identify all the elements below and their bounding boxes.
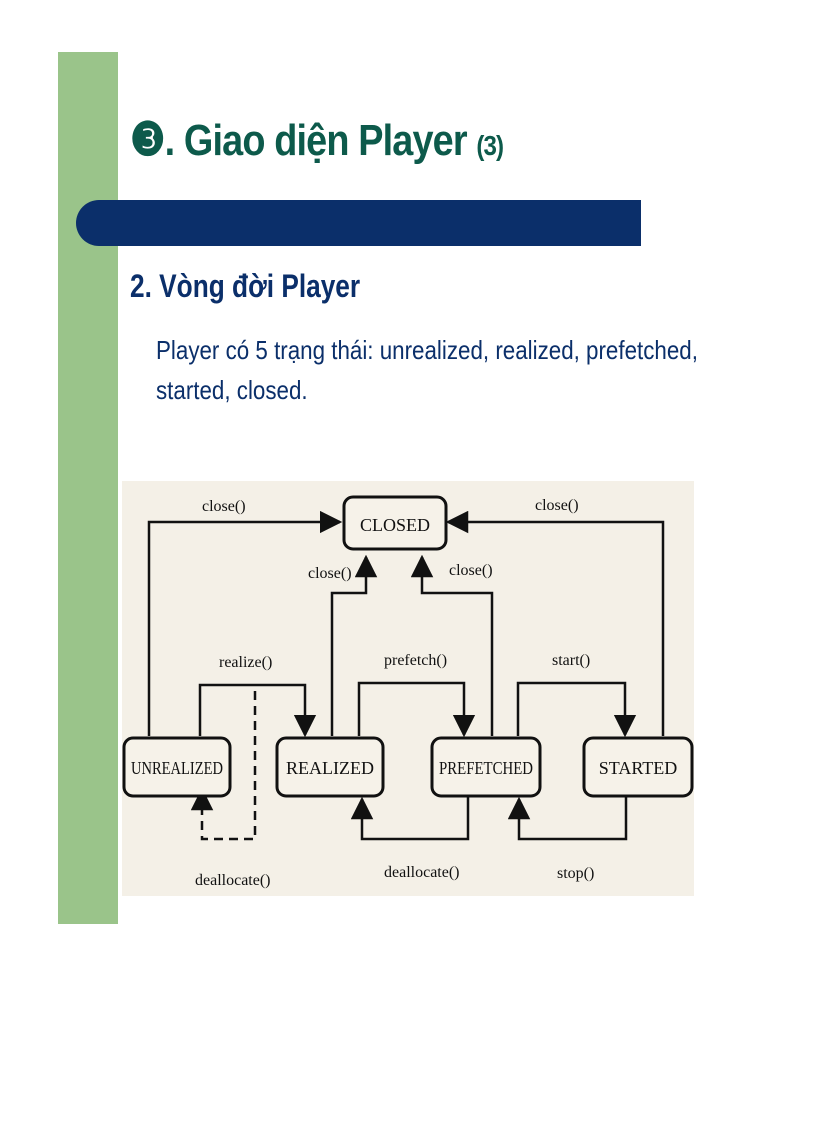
edge-deallocate-prefetched bbox=[350, 796, 470, 841]
edge-close-prefetched bbox=[410, 554, 494, 736]
title-divider-bar bbox=[76, 200, 641, 246]
node-started-label: STARTED bbox=[599, 758, 677, 778]
label-stop: stop() bbox=[557, 865, 594, 882]
body-line-2: started, closed. bbox=[156, 375, 308, 405]
edge-deallocate-unrealized bbox=[190, 691, 257, 841]
label-close-realized: close() bbox=[308, 565, 352, 582]
edge-prefetch bbox=[357, 681, 476, 738]
node-realized: REALIZED bbox=[275, 736, 385, 798]
label-close-prefetched: close() bbox=[449, 562, 493, 579]
label-close-left: close() bbox=[202, 498, 246, 515]
node-prefetched-label: PREFETCHED bbox=[439, 758, 533, 778]
label-prefetch: prefetch() bbox=[384, 652, 447, 669]
node-unrealized: UNREALIZED bbox=[122, 736, 232, 798]
node-started: STARTED bbox=[582, 736, 694, 798]
title-sub: (3) bbox=[476, 130, 504, 161]
section-heading: 2. Vòng đời Player bbox=[130, 268, 361, 304]
node-prefetched: PREFETCHED bbox=[430, 736, 542, 798]
body-line-1: Player có 5 trạng thái: unrealized, real… bbox=[156, 335, 698, 365]
slide-title: ❸. Giao diện Player (3) bbox=[130, 112, 504, 166]
edge-start bbox=[516, 681, 637, 738]
diagram-svg: CLOSED UNREALIZED REALIZED PREFETCHED ST… bbox=[122, 495, 694, 889]
body-text: Player có 5 trạng thái: unrealized, real… bbox=[156, 330, 706, 410]
player-lifecycle-diagram: CLOSED UNREALIZED REALIZED PREFETCHED ST… bbox=[122, 481, 694, 896]
node-closed: CLOSED bbox=[342, 495, 448, 551]
node-closed-label: CLOSED bbox=[360, 515, 430, 535]
edge-close-right bbox=[445, 510, 665, 736]
edge-realize bbox=[198, 683, 317, 738]
title-number: ❸ bbox=[130, 113, 165, 165]
left-accent-bar bbox=[58, 52, 118, 924]
node-unrealized-label: UNREALIZED bbox=[131, 758, 223, 778]
label-realize: realize() bbox=[219, 654, 272, 671]
label-deallocate-unrealized: deallocate() bbox=[195, 872, 271, 889]
edge-stop bbox=[507, 796, 628, 841]
label-start: start() bbox=[552, 652, 590, 669]
edge-close-left bbox=[147, 510, 343, 736]
label-close-right: close() bbox=[535, 497, 579, 514]
edge-close-realized bbox=[330, 554, 378, 736]
label-deallocate-prefetched: deallocate() bbox=[384, 864, 460, 881]
title-main: . Giao diện Player bbox=[164, 116, 468, 165]
node-realized-label: REALIZED bbox=[286, 758, 374, 778]
